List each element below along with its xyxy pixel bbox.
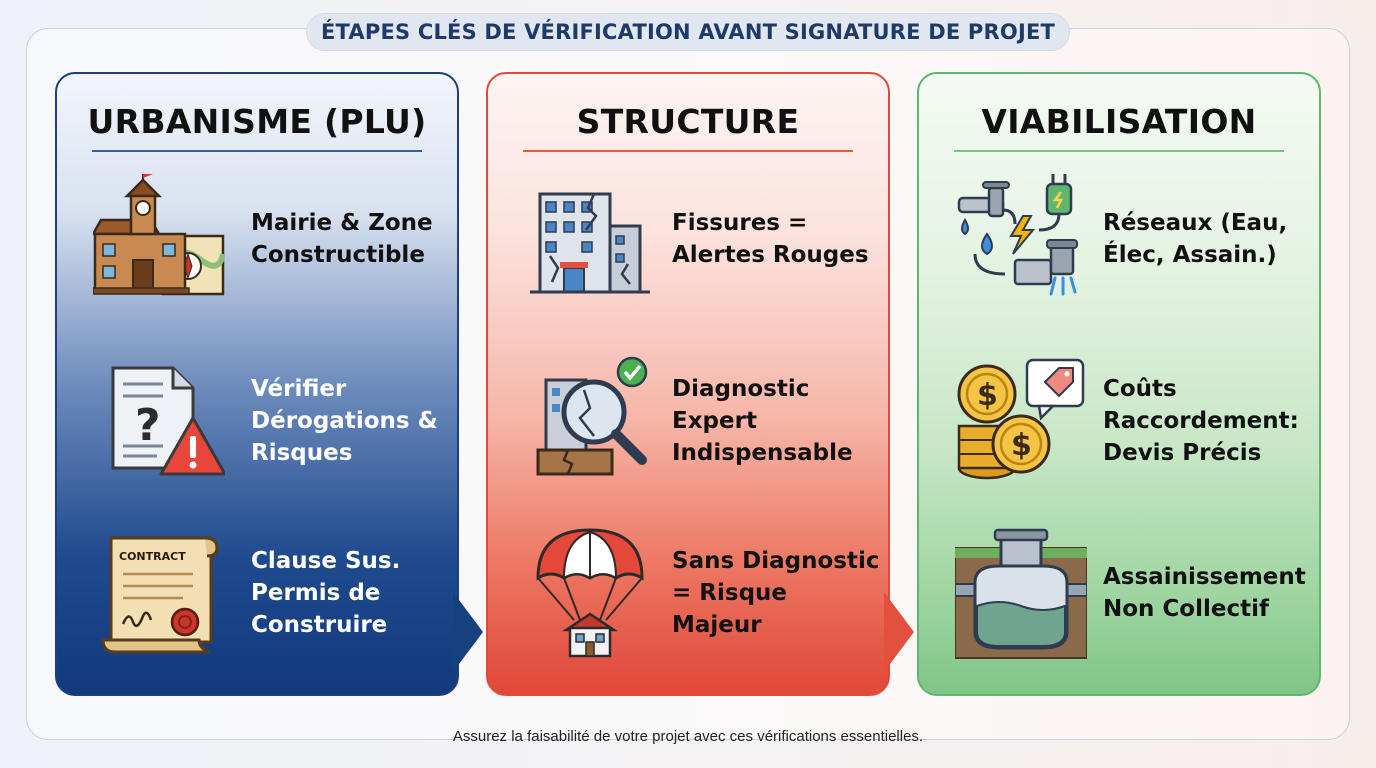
contract-label: CONTRACT bbox=[119, 550, 186, 563]
item-text: Diagnostic Expert Indispensable bbox=[672, 376, 853, 466]
item-text: Coûts Raccordement: Devis Précis bbox=[1103, 376, 1299, 466]
item-text: Réseaux (Eau, Élec, Assain.) bbox=[1103, 210, 1288, 268]
list-item: Mairie & Zone Constructible bbox=[55, 174, 459, 304]
list-item: Assainissement Non Collectif bbox=[917, 528, 1321, 660]
parachute-house-icon bbox=[524, 528, 656, 660]
arrow-right-icon bbox=[884, 592, 918, 672]
panel-title: STRUCTURE bbox=[576, 102, 800, 141]
list-item: CONTRACT Clause Sus. Permis de Construir… bbox=[55, 528, 459, 658]
list-item: $ $ Coûts Raccordement: Devis Précis bbox=[917, 356, 1321, 486]
town-hall-map-icon bbox=[93, 174, 225, 306]
item-text: Clause Sus. Permis de Construire bbox=[251, 548, 401, 638]
septic-tank-icon bbox=[955, 528, 1087, 660]
arrow-right-icon bbox=[453, 592, 487, 672]
panel-structure: STRUCTURE bbox=[486, 72, 914, 696]
page-title: ÉTAPES CLÉS DE VÉRIFICATION AVANT SIGNAT… bbox=[306, 13, 1070, 51]
item-text: Mairie & Zone Constructible bbox=[251, 210, 433, 268]
list-item: Fissures = Alertes Rouges bbox=[486, 174, 890, 304]
footer-note: Assurez la faisabilité de votre projet a… bbox=[452, 728, 924, 745]
list-item: Diagnostic Expert Indispensable bbox=[486, 356, 890, 486]
title-divider bbox=[954, 150, 1284, 152]
item-text: Assainissement Non Collectif bbox=[1103, 564, 1306, 622]
title-divider bbox=[92, 150, 422, 152]
panel-urbanisme: URBANISME (PLU) Mairi bbox=[55, 72, 483, 696]
title-divider bbox=[523, 150, 853, 152]
document-warning-icon: ? bbox=[93, 356, 225, 488]
panel-title: URBANISME (PLU) bbox=[87, 102, 427, 141]
utilities-network-icon bbox=[955, 174, 1087, 306]
item-text: Fissures = Alertes Rouges bbox=[672, 210, 869, 268]
list-item: Réseaux (Eau, Élec, Assain.) bbox=[917, 174, 1321, 304]
contract-scroll-icon: CONTRACT bbox=[93, 528, 225, 660]
svg-text:$: $ bbox=[1011, 428, 1032, 463]
panel-title: VIABILISATION bbox=[981, 102, 1257, 141]
panel-viabilisation: VIABILISATION bbox=[917, 72, 1321, 696]
coins-price-tag-icon: $ $ bbox=[955, 356, 1087, 488]
list-item: ? Vérifier Dérogations & Risques bbox=[55, 356, 459, 486]
magnifier-inspection-icon bbox=[524, 356, 656, 488]
item-text: Sans Diagnostic = Risque Majeur bbox=[672, 548, 880, 638]
list-item: Sans Diagnostic = Risque Majeur bbox=[486, 528, 890, 658]
svg-text:$: $ bbox=[977, 378, 998, 413]
item-text: Vérifier Dérogations & Risques bbox=[251, 376, 438, 466]
svg-text:?: ? bbox=[135, 400, 161, 451]
cracked-building-icon bbox=[524, 174, 656, 306]
